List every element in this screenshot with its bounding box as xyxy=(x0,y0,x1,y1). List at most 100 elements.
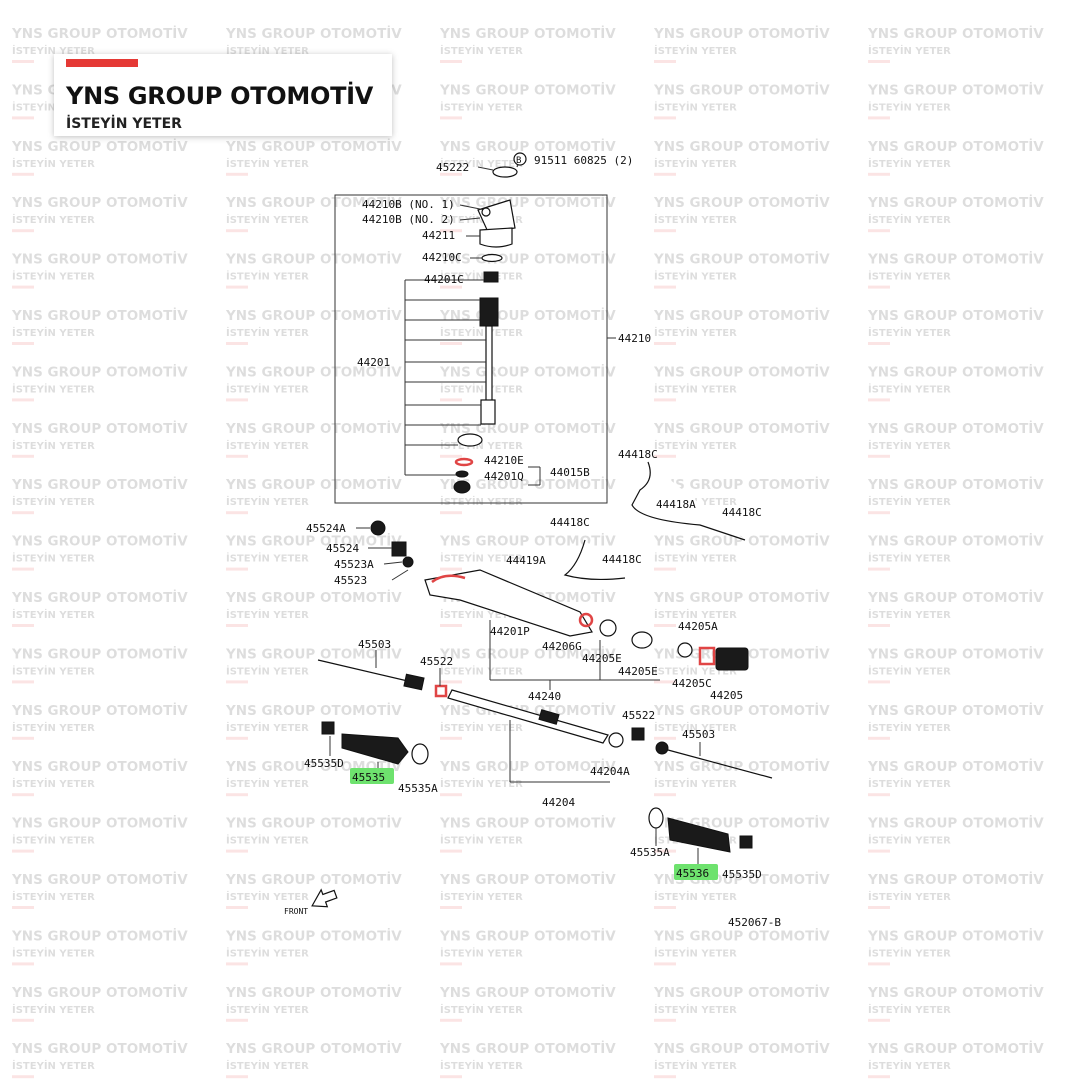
watermark-line1: YNS GROUP OTOMOTİV xyxy=(867,589,1044,606)
watermark-bar xyxy=(440,1018,462,1022)
part-45535a-right-clamp xyxy=(648,807,664,829)
watermark-bar xyxy=(226,736,248,740)
watermark-bar xyxy=(868,849,890,853)
watermark-line1: YNS GROUP OTOMOTİV xyxy=(439,1040,616,1057)
label-45535d-left: 45535D xyxy=(304,757,344,770)
part-44419a-pipe xyxy=(563,539,626,581)
watermark-line1: YNS GROUP OTOMOTİV xyxy=(225,815,402,832)
watermark-bar xyxy=(654,1075,676,1079)
watermark-bar xyxy=(654,962,676,966)
watermark-bar xyxy=(226,680,248,684)
watermark-line1: YNS GROUP OTOMOTİV xyxy=(11,645,188,662)
watermark-line2: İSTEYİN YETER xyxy=(12,494,95,508)
watermark-line2: İSTEYİN YETER xyxy=(12,381,95,395)
watermark-bar xyxy=(654,60,676,63)
label-44201p: 44201P xyxy=(490,625,530,638)
part-44210c-oring xyxy=(481,253,503,263)
watermark-line2: İSTEYİN YETER xyxy=(12,889,95,903)
watermark-line2: İSTEYİN YETER xyxy=(226,551,309,565)
brand-subtitle: İSTEYİN YETER xyxy=(66,116,182,132)
watermark-bar xyxy=(12,172,34,176)
watermark-bar xyxy=(440,680,462,684)
watermark-line1: YNS GROUP OTOMOTİV xyxy=(11,194,188,211)
label-44204a: 44204A xyxy=(590,765,630,778)
watermark-line1: YNS GROUP OTOMOTİV xyxy=(867,420,1044,437)
part-gear-housing xyxy=(424,569,593,637)
watermark-bar xyxy=(226,624,248,627)
watermark-line2: İSTEYİN YETER xyxy=(226,1002,309,1016)
watermark-bar xyxy=(868,342,890,345)
watermark-bar xyxy=(654,567,676,571)
label-44418c-c: 44418C xyxy=(550,516,590,529)
watermark-line1: YNS GROUP OTOMOTİV xyxy=(11,758,188,775)
watermark-bar xyxy=(226,511,248,515)
watermark-line2: İSTEYİN YETER xyxy=(654,438,737,452)
part-45523a xyxy=(402,556,414,568)
part-44201c-bearing xyxy=(483,271,499,283)
watermark-line2: İSTEYİN YETER xyxy=(654,43,737,57)
watermark-line1: YNS GROUP OTOMOTİV xyxy=(439,194,616,211)
watermark-line2: İSTEYİN YETER xyxy=(440,1002,523,1016)
label-45535a-left: 45535A xyxy=(398,782,438,795)
label-45503-right: 45503 xyxy=(682,728,715,741)
watermark-line1: YNS GROUP OTOMOTİV xyxy=(439,815,616,832)
watermark-bar xyxy=(868,454,890,458)
part-45503-left-rod xyxy=(317,659,413,683)
watermark-line2: İSTEYİN YETER xyxy=(12,720,95,734)
watermark-line1: YNS GROUP OTOMOTİV xyxy=(11,420,188,437)
watermark-bar xyxy=(654,454,676,458)
watermark-line1: YNS GROUP OTOMOTİV xyxy=(653,138,830,155)
watermark-bar xyxy=(868,962,890,966)
watermark-bar xyxy=(440,342,462,345)
label-44418c-d: 44418C xyxy=(602,553,642,566)
watermark-line1: YNS GROUP OTOMOTİV xyxy=(225,533,402,550)
watermark-bar xyxy=(868,285,890,289)
watermark-line1: YNS GROUP OTOMOTİV xyxy=(439,81,616,98)
label-44210e: 44210E xyxy=(484,454,524,467)
watermark-line1: YNS GROUP OTOMOTİV xyxy=(225,645,402,662)
leader-45222 xyxy=(477,166,494,171)
label-44210b-2: 44210B (NO. 2) xyxy=(362,213,455,226)
watermark-bar xyxy=(226,962,248,966)
watermark-line1: YNS GROUP OTOMOTİV xyxy=(225,194,402,211)
watermark-bar xyxy=(654,849,676,853)
watermark-line2: İSTEYİN YETER xyxy=(12,776,95,790)
watermark-line1: YNS GROUP OTOMOTİV xyxy=(439,758,616,775)
watermark-line2: İSTEYİN YETER xyxy=(868,945,951,959)
watermark-line2: İSTEYİN YETER xyxy=(12,438,95,452)
watermark-bar xyxy=(440,849,462,853)
label-45524a: 45524A xyxy=(306,522,346,535)
watermark-line1: YNS GROUP OTOMOTİV xyxy=(439,645,616,662)
watermark-line2: İSTEYİN YETER xyxy=(226,889,309,903)
part-44205c-seal xyxy=(698,646,716,666)
watermark-line1: YNS GROUP OTOMOTİV xyxy=(867,533,1044,550)
watermark-line1: YNS GROUP OTOMOTİV xyxy=(11,871,188,888)
watermark-line1: YNS GROUP OTOMOTİV xyxy=(867,307,1044,324)
watermark-bar xyxy=(654,680,676,684)
watermark-bar xyxy=(440,793,462,797)
label-44211: 44211 xyxy=(422,229,455,242)
watermark-line1: YNS GROUP OTOMOTİV xyxy=(867,81,1044,98)
watermark-bar xyxy=(654,229,676,233)
watermark-line2: İSTEYİN YETER xyxy=(12,663,95,677)
watermark-line2: İSTEYİN YETER xyxy=(226,325,309,339)
watermark-line1: YNS GROUP OTOMOTİV xyxy=(439,363,616,380)
part-45535-left-boot xyxy=(341,733,409,765)
watermark-line1: YNS GROUP OTOMOTİV xyxy=(11,927,188,944)
watermark-line1: YNS GROUP OTOMOTİV xyxy=(11,533,188,550)
watermark-line2: İSTEYİN YETER xyxy=(654,607,737,621)
